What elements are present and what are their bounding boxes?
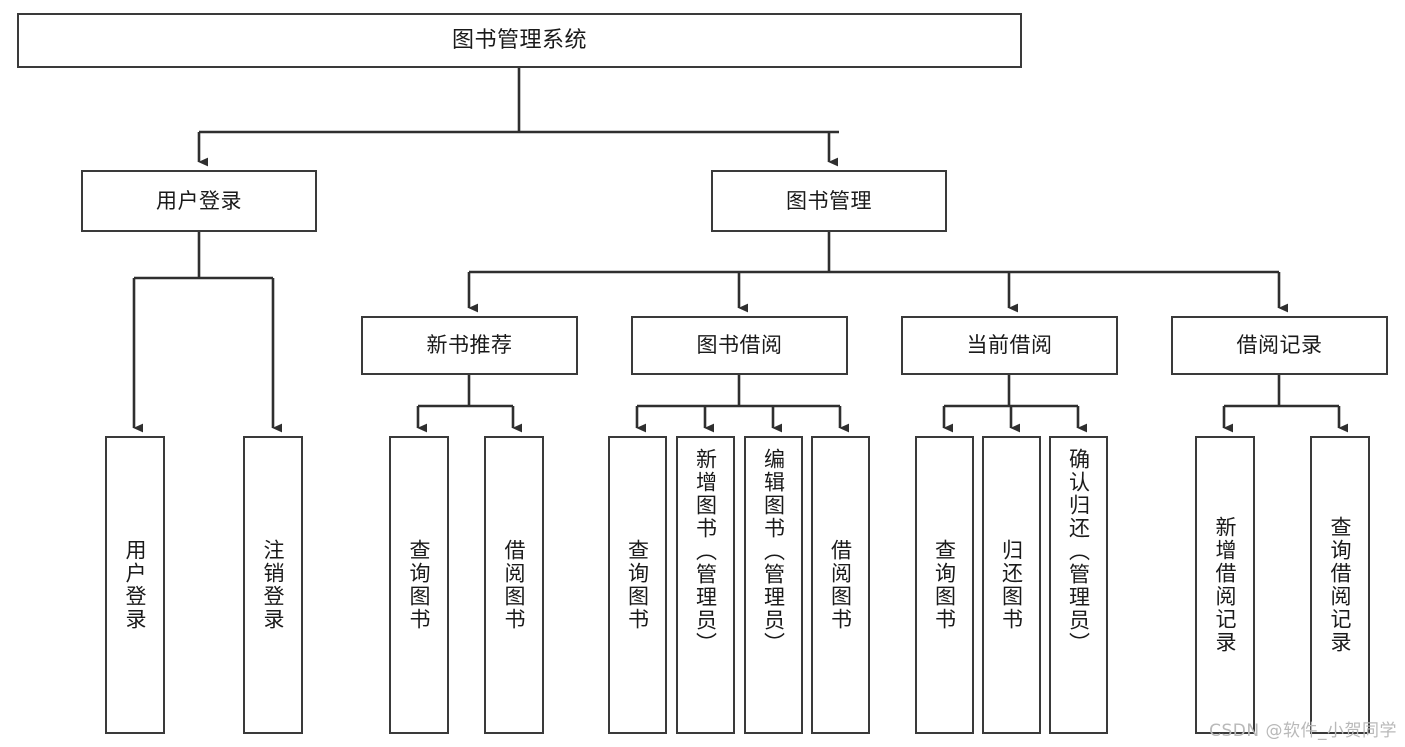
node-label: 查询图书 [625,539,650,631]
node-label: 新书推荐 [426,333,513,358]
node-label: 查询借阅记录 [1328,516,1353,654]
leaf-newbook-query-book[interactable]: 查询图书 [389,436,449,734]
node-label: 新增借阅记录 [1213,516,1238,654]
node-label: 查询图书 [932,539,957,631]
leaf-borrowrecord-query-record[interactable]: 查询借阅记录 [1310,436,1370,734]
node-user-login[interactable]: 用户登录 [81,170,317,232]
node-label: 图书管理系统 [451,27,587,53]
leaf-bookborrow-query-book[interactable]: 查询图书 [608,436,667,734]
node-root-system[interactable]: 图书管理系统 [17,13,1022,68]
leaf-currentborrow-confirm-return[interactable]: 确认归还（管理员） [1049,436,1108,734]
node-new-book-recommend[interactable]: 新书推荐 [361,316,578,375]
node-label: 确认归还（管理员） [1066,448,1091,655]
node-label: 图书借阅 [696,333,783,358]
node-label: 用户登录 [156,188,242,213]
node-label: 借阅图书 [502,539,527,631]
leaf-currentborrow-return-book[interactable]: 归还图书 [982,436,1041,734]
node-label: 当前借阅 [966,333,1053,358]
node-book-manage[interactable]: 图书管理 [711,170,947,232]
node-label: 用户登录 [123,539,148,631]
leaf-newbook-borrow-book[interactable]: 借阅图书 [484,436,544,734]
node-label: 编辑图书（管理员） [761,448,786,655]
node-label: 图书管理 [786,188,872,213]
node-label: 注销登录 [261,539,286,631]
leaf-user-login[interactable]: 用户登录 [105,436,165,734]
node-label: 借阅记录 [1236,333,1323,358]
node-label: 查询图书 [407,539,432,631]
leaf-bookborrow-edit-book[interactable]: 编辑图书（管理员） [744,436,803,734]
leaf-currentborrow-query-book[interactable]: 查询图书 [915,436,974,734]
csdn-watermark: CSDN @软件_小贺同学 [1209,721,1397,741]
node-label: 借阅图书 [828,539,853,631]
leaf-borrowrecord-add-record[interactable]: 新增借阅记录 [1195,436,1255,734]
leaf-bookborrow-add-book[interactable]: 新增图书（管理员） [676,436,735,734]
leaf-logout[interactable]: 注销登录 [243,436,303,734]
node-label: 归还图书 [999,539,1024,631]
node-current-borrow[interactable]: 当前借阅 [901,316,1118,375]
node-borrow-record[interactable]: 借阅记录 [1171,316,1388,375]
node-book-borrow[interactable]: 图书借阅 [631,316,848,375]
node-label: 新增图书（管理员） [693,448,718,655]
leaf-bookborrow-borrow-book[interactable]: 借阅图书 [811,436,870,734]
